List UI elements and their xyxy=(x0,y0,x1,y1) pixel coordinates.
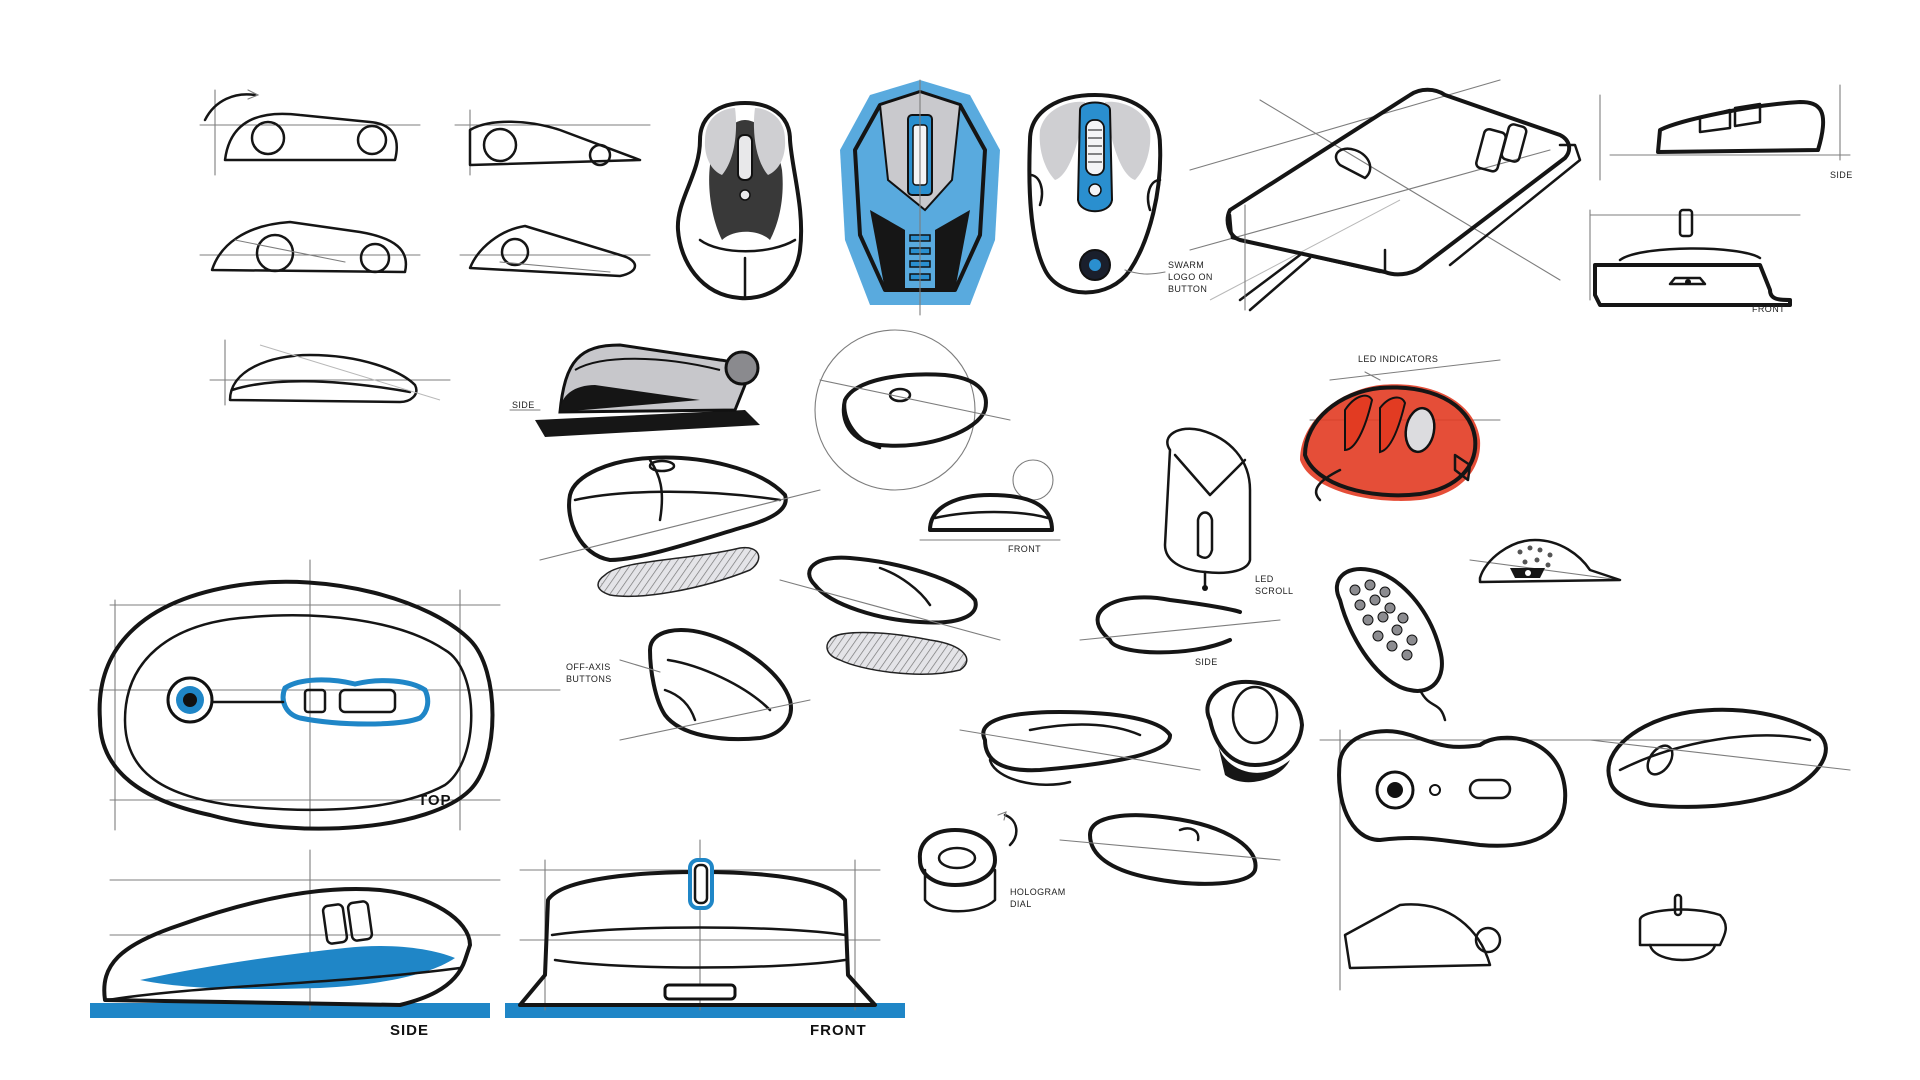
label-side: SIDE xyxy=(390,1022,429,1039)
note-swarm-logo-2: LOGO ON xyxy=(1168,272,1213,282)
large-top-view: TOP xyxy=(89,559,561,831)
hatched-mouse-2 xyxy=(779,555,1001,675)
note-side-dial-2: SCROLL xyxy=(1255,586,1293,596)
note-off-axis-1: OFF-AXIS xyxy=(566,662,611,672)
pebble-mouse-lower xyxy=(1059,813,1281,886)
circle-top-mouse xyxy=(1319,729,1727,991)
large-side-view: SIDE xyxy=(90,849,501,1039)
note-side-dial-1: LED xyxy=(1255,574,1274,584)
flat-curve-mouse: SIDE xyxy=(1079,595,1281,667)
label-top: TOP xyxy=(418,792,452,809)
note-front-small: FRONT xyxy=(1752,304,1785,314)
egg-mouse-vertical: LED SCROLL xyxy=(1163,427,1293,596)
off-axis-mouse: OFF-AXIS BUTTONS xyxy=(566,628,811,742)
sleek-mouse-perspective xyxy=(1589,707,1851,809)
sphere-mouse xyxy=(814,329,1011,491)
dome-mouse-side xyxy=(1469,538,1622,584)
round-mouse-lower xyxy=(1205,679,1304,783)
thumb-side-4 xyxy=(459,224,651,278)
large-front-view: FRONT xyxy=(505,839,905,1039)
arch-mouse-side: SIDE xyxy=(509,343,760,437)
long-mouse-lower xyxy=(959,710,1201,786)
note-off-axis-2: BUTTONS xyxy=(566,674,612,684)
hologram-dial: HOLOGRAM DIAL xyxy=(917,811,1066,913)
note-side-left: SIDE xyxy=(512,400,535,410)
gaming-mouse-top-3: SWARM LOGO ON BUTTON xyxy=(1027,93,1213,295)
note-swarm-logo-1: SWARM xyxy=(1168,260,1204,270)
thumb-side-1 xyxy=(199,89,421,176)
note-side-small: SIDE xyxy=(1830,170,1853,180)
thumb-side-3 xyxy=(199,220,421,274)
front-view-small: FRONT xyxy=(919,459,1061,554)
box-mouse-perspective xyxy=(1189,79,1582,312)
thumb-side-2 xyxy=(454,109,651,176)
gaming-mouse-top-2 xyxy=(840,79,1000,316)
led-indicator-mouse: LED INDICATORS xyxy=(1300,354,1501,502)
label-front: FRONT xyxy=(810,1022,867,1039)
thumb-side-5 xyxy=(209,339,451,406)
wedge-mouse-front: FRONT xyxy=(1589,208,1801,314)
wedge-mouse-side: SIDE xyxy=(1599,84,1853,181)
note-front-mid: FRONT xyxy=(1008,544,1041,554)
gaming-mouse-top-1 xyxy=(675,101,804,301)
note-dial-2: DIAL xyxy=(1010,899,1032,909)
note-swarm-logo-3: BUTTON xyxy=(1168,284,1207,294)
hatched-mouse-1 xyxy=(539,455,821,598)
honeycomb-mouse xyxy=(1334,567,1447,722)
note-led-indicators: LED INDICATORS xyxy=(1358,354,1438,364)
note-side-mid: SIDE xyxy=(1195,657,1218,667)
note-dial-1: HOLOGRAM xyxy=(1010,887,1066,897)
